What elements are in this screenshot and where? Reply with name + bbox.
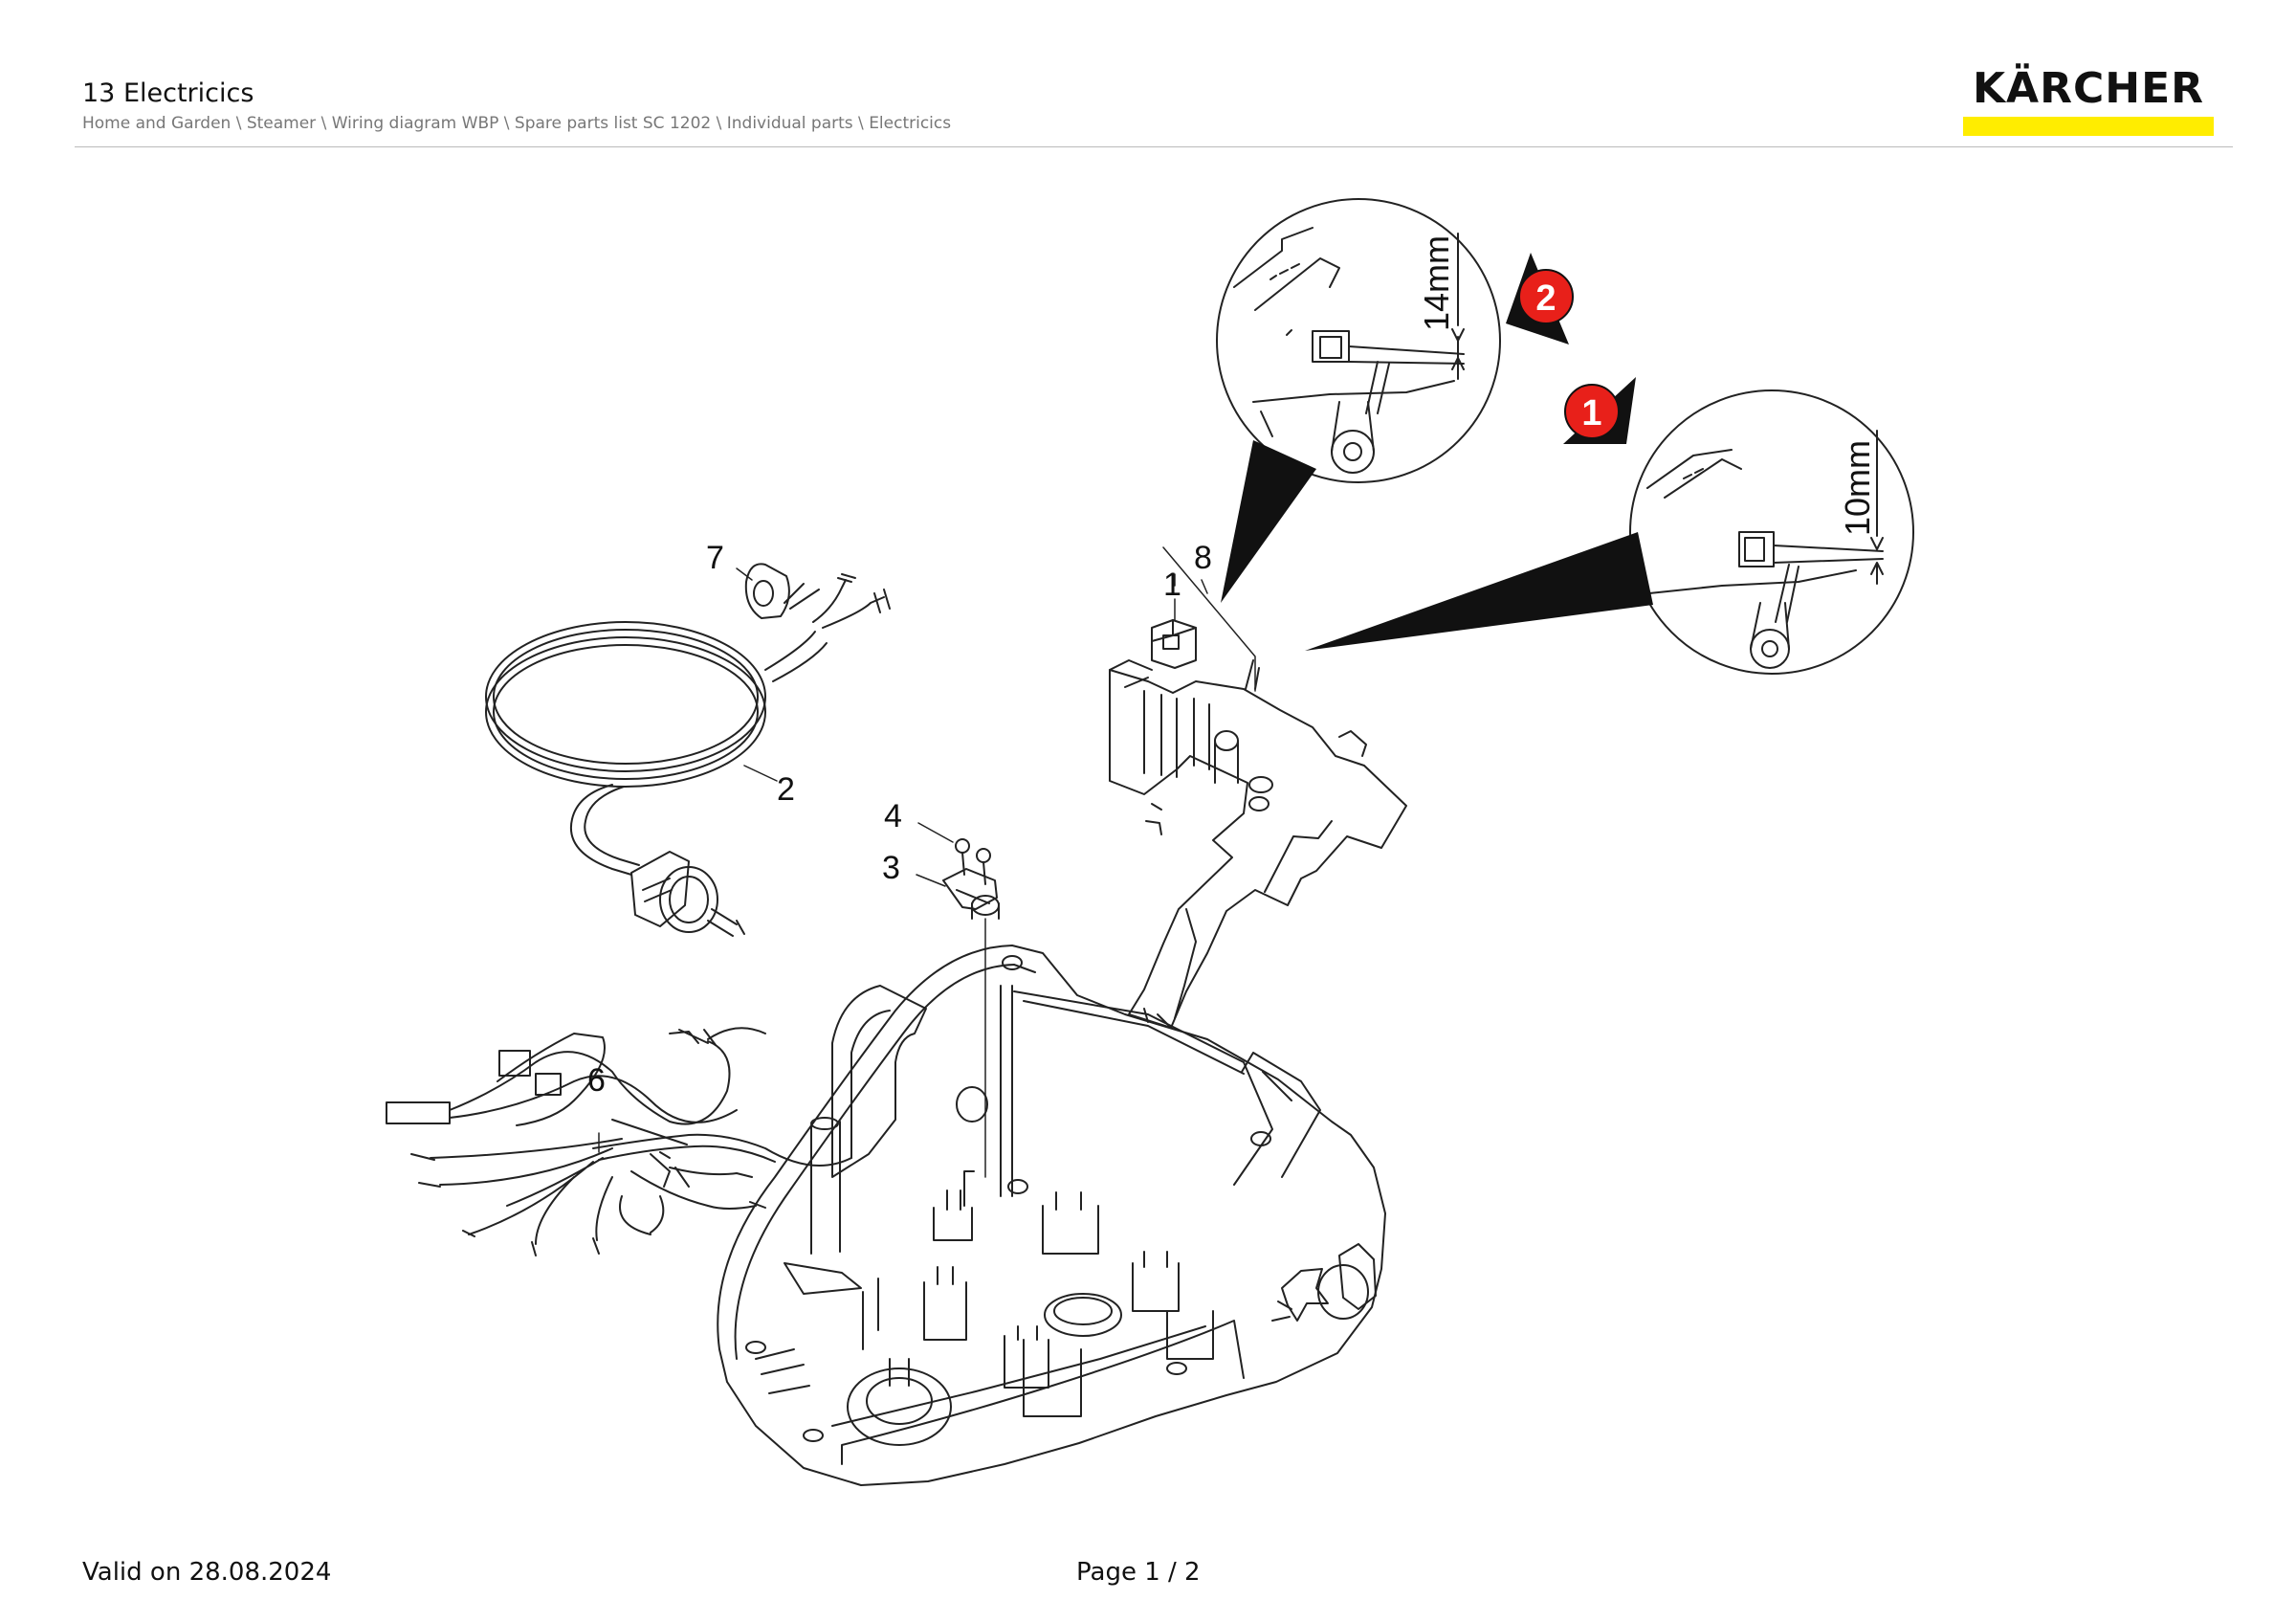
header-divider [75, 146, 2233, 147]
variant-badge-1: 1 [1563, 377, 1636, 444]
part-labels: 7 2 4 3 6 1 8 [587, 540, 1212, 1099]
part-label-4[interactable]: 4 [884, 798, 902, 834]
breadcrumb[interactable]: Home and Garden \ Steamer \ Wiring diagr… [82, 114, 952, 133]
detail-circle-10mm [1629, 389, 1914, 675]
part-label-2[interactable]: 2 [777, 771, 795, 808]
cable-clamp [942, 868, 1000, 920]
part-label-3[interactable]: 3 [882, 850, 900, 886]
karcher-logo: KÄRCHER [1963, 63, 2214, 136]
page-number: Page 1 / 2 [1076, 1558, 1201, 1587]
callout-wedges [1221, 440, 1653, 651]
page-title: 13 Electricics [82, 78, 254, 108]
part-label-6[interactable]: 6 [587, 1062, 606, 1099]
part-label-1[interactable]: 1 [1163, 567, 1181, 603]
variant-badge-2: 2 [1506, 253, 1574, 345]
leader-lines [598, 546, 1256, 1153]
variant-badge-2-label: 2 [1535, 278, 1556, 319]
part-label-7[interactable]: 7 [706, 540, 724, 576]
logo-text: KÄRCHER [1972, 64, 2205, 113]
valid-date: Valid on 28.08.2024 [82, 1558, 332, 1587]
dimension-label-10mm: 10mm [1838, 440, 1877, 536]
holder-bracket [1109, 659, 1407, 1029]
detail-circle-14mm [1216, 198, 1501, 483]
dimension-label-14mm: 14mm [1417, 235, 1456, 331]
cable-grommet [744, 563, 891, 629]
switch [1151, 619, 1197, 669]
screws [955, 838, 991, 885]
part-label-8[interactable]: 8 [1194, 540, 1212, 576]
wiring-harness [386, 1027, 852, 1256]
base-housing [717, 945, 1386, 1486]
power-cable [485, 621, 828, 937]
logo-bar [1963, 117, 2214, 136]
variant-badge-1-label: 1 [1581, 393, 1601, 434]
